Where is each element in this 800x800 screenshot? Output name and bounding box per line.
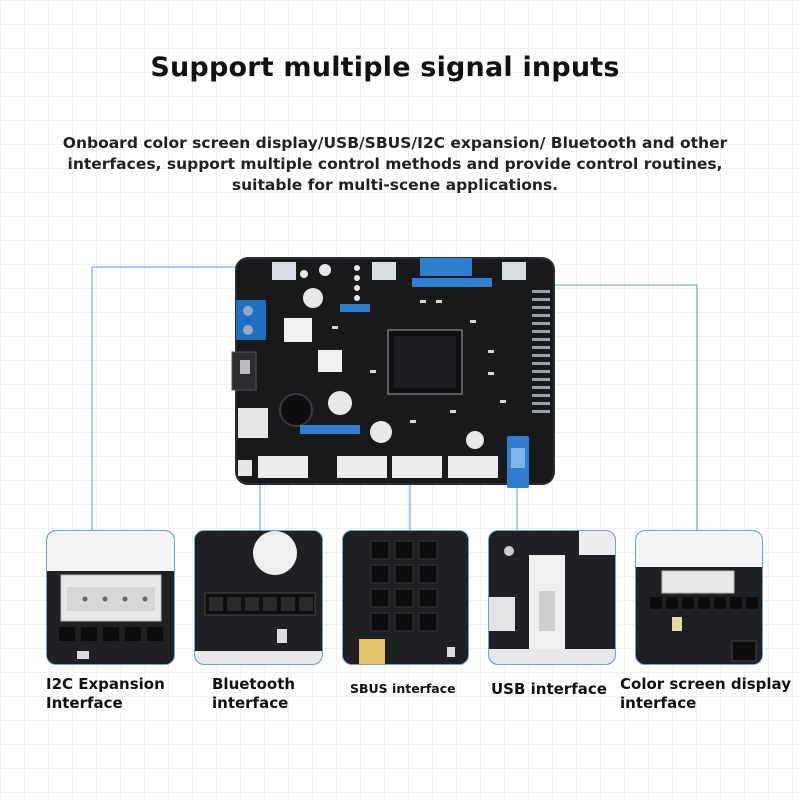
blue-header-bluetooth	[300, 425, 360, 434]
caption-screen-line2: interface	[620, 694, 697, 712]
caption-sbus-line1: SBUS interface	[350, 681, 456, 696]
usb-port-closeup-icon	[489, 531, 615, 664]
description-line-3: suitable for multi-scene applications.	[231, 176, 559, 194]
caption-bluetooth: Bluetooth interface	[212, 675, 332, 713]
thumb-i2c	[46, 530, 175, 665]
description-line-1: Onboard color screen display/USB/SBUS/I2…	[62, 134, 728, 152]
right-pin-header	[532, 290, 550, 413]
caption-i2c-line2: Interface	[46, 694, 123, 712]
caption-screen-line1: Color screen display	[620, 675, 791, 693]
caption-screen: Color screen display interface	[620, 675, 795, 713]
caption-usb-line1: USB interface	[491, 680, 607, 698]
bottom-connector-2	[337, 456, 387, 478]
thumb-bluetooth	[194, 530, 323, 665]
pcb-board	[231, 257, 555, 488]
page-description: Onboard color screen display/USB/SBUS/I2…	[40, 133, 750, 196]
thumb-sbus	[342, 530, 469, 665]
screen-connector-closeup-icon	[636, 531, 762, 664]
leader-line-i2c	[91, 266, 265, 530]
caption-bluetooth-line1: Bluetooth	[212, 675, 296, 693]
bottom-connector-3	[392, 456, 442, 478]
usb-port-top-right	[502, 262, 526, 280]
caption-i2c-line1: I2C Expansion	[46, 675, 165, 693]
caption-i2c: I2C Expansion Interface	[46, 675, 196, 713]
sbus-pins-closeup-icon	[343, 531, 468, 664]
usb-port-top-left	[272, 262, 296, 280]
page-title: Support multiple signal inputs	[150, 52, 620, 83]
bluetooth-header-closeup-icon	[195, 531, 322, 664]
thumb-screen	[635, 530, 763, 665]
usb-port-top-mid	[372, 262, 396, 280]
caption-sbus: SBUS interface	[350, 680, 475, 697]
caption-usb: USB interface	[491, 680, 621, 699]
thumb-usb	[488, 530, 616, 665]
description-line-2: interfaces, support multiple control met…	[67, 155, 723, 173]
bottom-connector-1	[258, 456, 308, 478]
bottom-connector-4	[448, 456, 498, 478]
blue-header-top	[420, 258, 472, 276]
i2c-connector-closeup-icon	[47, 531, 174, 664]
caption-bluetooth-line2: interface	[212, 694, 289, 712]
